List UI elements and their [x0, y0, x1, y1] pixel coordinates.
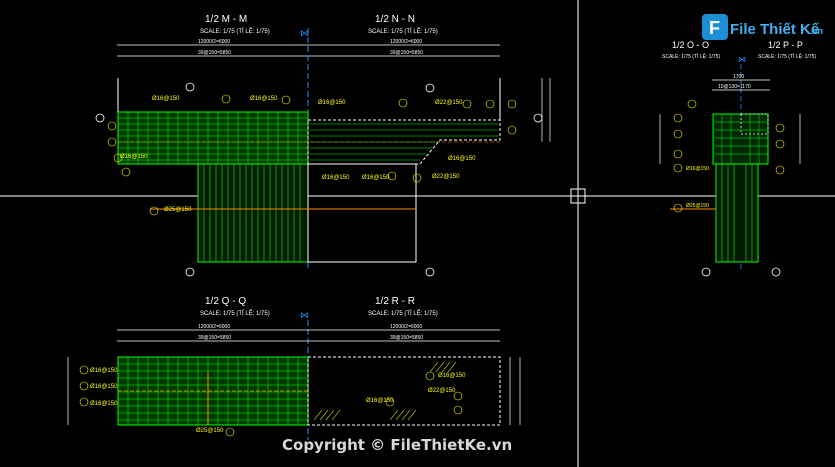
pier-column-bars: [721, 164, 753, 262]
dimension-text: 39@150=5850: [390, 50, 423, 56]
section-qq-title: 1/2 Q - Q: [205, 296, 246, 307]
section-rr-scale: SCALE: 1/75 (TỈ LỆ: 1/75): [368, 309, 438, 317]
slab-rr: [307, 356, 501, 426]
section-qq-scale: SCALE: 1/75 (TỈ LỆ: 1/75): [200, 309, 270, 317]
section-marker-icon: [425, 267, 435, 277]
section-pp-scale: SCALE: 1/75 (TỈ LỆ: 1/75): [758, 52, 816, 60]
section-marker-icon: [185, 82, 195, 92]
rebar-label: Ø25@150: [686, 203, 709, 209]
filethietke-logo: F File Thiết Kế .vn: [700, 12, 830, 44]
rebar-label: Ø16@150: [438, 373, 466, 379]
logo-badge-icon: [702, 14, 728, 40]
rebar-label: Ø16@150: [250, 96, 278, 102]
axis-marker-icon: ⋈: [300, 29, 309, 39]
pier-cap-grid: [713, 114, 768, 164]
slab-rr-hatch: [313, 361, 457, 421]
rebar-label: Ø25@150: [164, 207, 192, 213]
section-oo-scale: SCALE: 1/75 (TỈ LỆ: 1/75): [662, 52, 720, 60]
rebar-label: Ø22@150: [435, 100, 463, 106]
dimension-text: 12000/2=6000: [390, 39, 422, 45]
rebar-label: Ø16@150: [366, 398, 394, 404]
rebar-label: Ø16@150: [90, 384, 118, 390]
dimension-text: 12000/2=6000: [198, 324, 230, 330]
logo-text: File Thiết Kế: [730, 21, 820, 38]
column-mm: [197, 163, 309, 263]
section-nn-title: 1/2 N - N: [375, 14, 415, 25]
slab-nn-rebar: [310, 123, 498, 161]
slab-mm-grid: [118, 112, 308, 164]
column-nn: [307, 163, 417, 263]
pier-column-oo: [715, 163, 759, 263]
rebar-label: Ø16@150: [362, 175, 390, 181]
section-mm-nn: 1/2 M - M SCALE: 1/75 (TỈ LỆ: 1/75) 1/2 …: [95, 14, 551, 277]
rebar-label: Ø16@150: [318, 100, 346, 106]
section-marker-icon: [95, 113, 105, 123]
pier-cap-pp: [740, 113, 769, 135]
axis-marker-icon: ⋈: [738, 55, 746, 64]
section-marker-icon: [185, 267, 195, 277]
logo-suffix: .vn: [810, 26, 823, 36]
dimension-text: 39@150=5850: [390, 335, 423, 341]
pier-cap-oo: [712, 113, 769, 165]
section-marker-icon: [425, 83, 435, 93]
crosshair-pickbox[interactable]: [570, 188, 586, 204]
dimension-text: 12000/2=6000: [390, 324, 422, 330]
rebar-label: Ø16@150: [152, 96, 180, 102]
rebar-tags: [673, 99, 785, 213]
section-marker-icon: [533, 113, 543, 123]
copyright-watermark: Copyright © FileThietKe.vn: [282, 436, 512, 454]
rebar-label: Ø16@150: [686, 166, 709, 172]
logo-badge-letter: F: [709, 18, 720, 38]
dimension-text: 1700: [733, 74, 744, 80]
rebar-label: Ø16@150: [322, 175, 350, 181]
section-oo-title: 1/2 O - O: [672, 40, 709, 50]
slab-qq: [117, 356, 309, 426]
slab-mm: [117, 111, 309, 165]
rebar-label: Ø16@150: [120, 154, 148, 160]
rebar-label: Ø16@150: [448, 156, 476, 162]
section-nn-scale: SCALE: 1/75 (TỈ LỆ: 1/75): [368, 27, 438, 35]
rebar-label: Ø22@150: [432, 174, 460, 180]
dimension-text: 39@150=5850: [198, 335, 231, 341]
rebar-label: Ø16@150: [90, 368, 118, 374]
section-pp-title: 1/2 P - P: [768, 40, 803, 50]
section-marker-icon: [771, 267, 781, 277]
rebar-tags: [107, 94, 517, 216]
section-oo-pp: 1/2 O - O SCALE: 1/75 (TỈ LỆ: 1/75) 1/2 …: [659, 40, 816, 277]
axis-marker-icon: ⋈: [300, 311, 309, 321]
rebar-label: Ø25@150: [196, 428, 224, 434]
section-qq-rr: 1/2 Q - Q SCALE: 1/75 (TỈ LỆ: 1/75) 1/2 …: [67, 296, 521, 440]
column-mm-bars: [203, 164, 301, 262]
section-rr-title: 1/2 R - R: [375, 296, 415, 307]
dimension-text: 10@130=1170: [718, 84, 751, 90]
section-mm-scale: SCALE: 1/75 (TỈ LỆ: 1/75): [200, 27, 270, 35]
section-marker-icon: [701, 267, 711, 277]
dimension-text: 39@150=5850: [198, 50, 231, 56]
rebar-tags: [79, 365, 463, 437]
section-mm-title: 1/2 M - M: [205, 14, 247, 25]
rebar-label: Ø16@150: [90, 401, 118, 407]
rebar-label: Ø22@150: [428, 388, 456, 394]
dimension-text: 12000/2=6000: [198, 39, 230, 45]
